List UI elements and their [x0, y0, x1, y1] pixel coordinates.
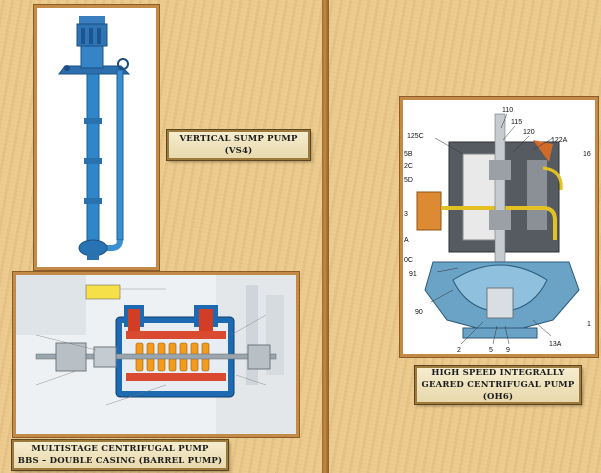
callout-13a: 13A: [549, 341, 562, 348]
callout-3: 3: [404, 211, 408, 218]
multistage-pump-image: [13, 272, 299, 437]
callout-5d: 5D: [404, 177, 413, 184]
vertical-sump-pump-caption: VERTICAL SUMP PUMP (VS4): [167, 130, 310, 160]
caption-line: GEARED CENTRIFUGAL PUMP: [421, 380, 575, 390]
callout-a: A: [404, 237, 409, 244]
page-divider: [322, 0, 329, 473]
caption-line: (OH6): [482, 392, 514, 402]
callout-16: 16: [583, 151, 591, 158]
caption-line: HIGH SPEED INTEGRALLY: [431, 368, 565, 378]
caption-line: MULTISTAGE CENTRIFUGAL PUMP: [31, 444, 209, 454]
high-speed-pump-image: 110 115 120 125C 122A 16 5B 2C 5D 3 A 0C…: [400, 97, 598, 357]
callout-5: 5: [489, 347, 493, 354]
high-speed-pump-caption: HIGH SPEED INTEGRALLY GEARED CENTRIFUGAL…: [415, 366, 581, 404]
vertical-sump-pump-drawing: [37, 8, 156, 267]
callout-2: 2: [457, 347, 461, 354]
callout-120: 120: [523, 129, 535, 136]
caption-line: VERTICAL SUMP PUMP: [179, 134, 298, 144]
multistage-pump-caption: MULTISTAGE CENTRIFUGAL PUMP BBS – DOUBLE…: [12, 440, 228, 470]
callout-9: 9: [506, 347, 510, 354]
callout-115: 115: [511, 119, 522, 126]
callout-91: 91: [409, 271, 417, 278]
multistage-pump-drawing: [16, 275, 296, 434]
callout-5b: 5B: [404, 151, 413, 158]
caption-line: (VS4): [224, 146, 253, 156]
callout-2c: 2C: [404, 163, 413, 170]
callout-1: 1: [587, 321, 591, 328]
high-speed-pump-drawing: 110 115 120 125C 122A 16 5B 2C 5D 3 A 0C…: [403, 100, 595, 354]
callout-125c: 125C: [407, 133, 424, 140]
callout-90: 90: [415, 309, 423, 316]
caption-line: BBS – DOUBLE CASING (BARREL PUMP): [17, 456, 223, 466]
callout-0c: 0C: [404, 257, 413, 264]
callout-122a: 122A: [551, 137, 568, 144]
vertical-sump-pump-image: [34, 5, 159, 270]
callout-110: 110: [502, 107, 513, 114]
